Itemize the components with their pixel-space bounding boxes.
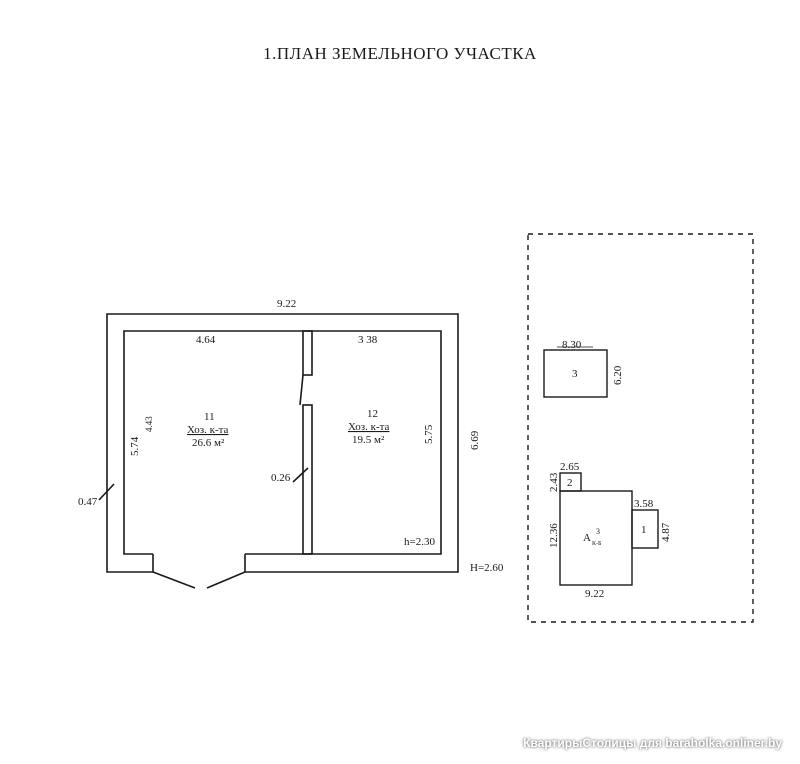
building-a-width: 9.22 [585,588,604,600]
wall-thickness-label: 0.47 [78,496,98,508]
floor-plan-labels: 9.22 4.64 3 38 5.74 4.43 5.75 6.69 0.47 … [78,298,504,574]
wall-thickness-tick [98,483,115,501]
site-boundary [527,233,754,623]
building-1-width: 3.58 [634,498,654,510]
watermark: КвартирыСтолицы для baraholka.onliner.by [523,736,782,750]
partition-door-leaf [299,374,304,406]
outer-height-label: H=2.60 [470,562,504,574]
door-leaf-left [152,571,196,589]
building-3-width: 8.30 [562,339,582,351]
building-2-width: 2.65 [560,461,580,473]
inner-wall [123,330,442,555]
page-title: 1.ПЛАН ЗЕМЕЛЬНОГО УЧАСТКА [263,44,537,63]
building-a-outline [559,490,633,586]
inner-height-label: h=2.30 [404,536,435,548]
room-11-area: 26.6 м² [192,437,225,449]
outer-wall [106,313,459,573]
outer-depth-label: 6.69 [469,430,481,450]
building-2-depth: 2.43 [548,472,560,492]
building-a-depth: 12.36 [548,523,560,548]
room-11-depth-label: 5.74 [129,436,141,456]
partition-lower [302,404,313,555]
site-plan-labels: 8.30 3 6.20 2.65 2 2.43 А 3 К-Б 12.36 9.… [548,339,672,600]
partition-thickness-label: 0.26 [271,472,291,484]
building-2-label: 2 [567,477,573,489]
room-11-name: Хоз. к-та [187,424,229,436]
building-a-sup: 3 [596,527,600,536]
site-plan [527,233,754,623]
room-12-area: 19.5 м² [352,434,385,446]
partition-thickness-tick [292,467,309,483]
door-leaf-right [206,571,246,589]
room-12-width-label: 3 38 [358,334,378,346]
floor-plan [98,313,459,589]
building-1-depth: 4.87 [660,522,672,542]
building-3-label: 3 [572,368,578,380]
building-1-label: 1 [641,524,647,536]
room-11-side-note: 4.43 [144,416,154,432]
room-11-width-label: 4.64 [196,334,216,346]
building-a-sub: К-Б [592,541,602,547]
room-12-name: Хоз. к-та [348,421,390,433]
building-1-outline [631,509,659,549]
room-12-number: 12 [367,408,378,420]
partition-upper [302,330,313,376]
building-3-depth: 6.20 [612,365,624,385]
room-12-depth-label: 5.75 [423,424,435,444]
outer-width-label: 9.22 [277,298,296,310]
building-a-label: А [583,532,591,544]
building-3-outline [543,349,608,398]
room-11-number: 11 [204,411,215,423]
